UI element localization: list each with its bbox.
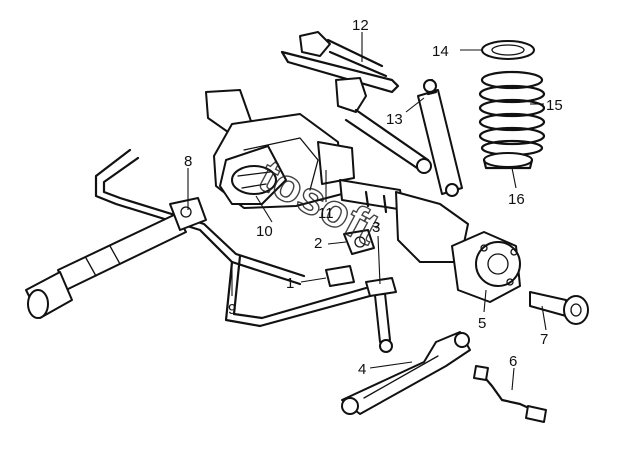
callout-12: 12 (352, 17, 369, 34)
part-13-shock-absorber (417, 78, 463, 197)
part-4-lower-arm (341, 331, 471, 415)
part-12-radius-arm (280, 31, 432, 174)
callout-1: 1 (286, 275, 294, 292)
part-8-propeller-shaft (25, 197, 207, 319)
callout-15: 15 (546, 97, 563, 114)
callout-4: 4 (358, 361, 366, 378)
callout-13: 13 (386, 111, 403, 128)
part-7-drive-shaft (529, 291, 589, 325)
callout-14: 14 (432, 43, 449, 60)
callout-3: 3 (372, 219, 380, 236)
part-14-spring-seat (481, 40, 535, 60)
leader-lines (187, 32, 547, 391)
part-6-brake-pipe (473, 365, 547, 423)
part-1-clamp (325, 265, 355, 287)
part-3-drop-link (365, 277, 397, 353)
callout-6: 6 (509, 353, 517, 370)
callout-2: 2 (314, 235, 322, 252)
part-10-differential-flange (219, 145, 287, 205)
callout-9: 9 (228, 301, 236, 318)
part-15-coil-spring (478, 70, 546, 157)
callout-7: 7 (540, 331, 548, 348)
part-2-bush (343, 229, 375, 255)
part-5-swivel-hub (451, 231, 521, 303)
callout-10: 10 (256, 223, 273, 240)
part-16-spring-spacer (482, 152, 534, 170)
callout-labels: 1 2 3 4 5 6 7 8 9 10 11 12 13 14 15 16 (184, 17, 563, 378)
callout-11: 11 (318, 205, 334, 222)
part-9-anti-roll-bar (94, 148, 372, 328)
callout-16: 16 (508, 191, 525, 208)
callout-8: 8 (184, 153, 192, 170)
callout-5: 5 (478, 315, 486, 332)
